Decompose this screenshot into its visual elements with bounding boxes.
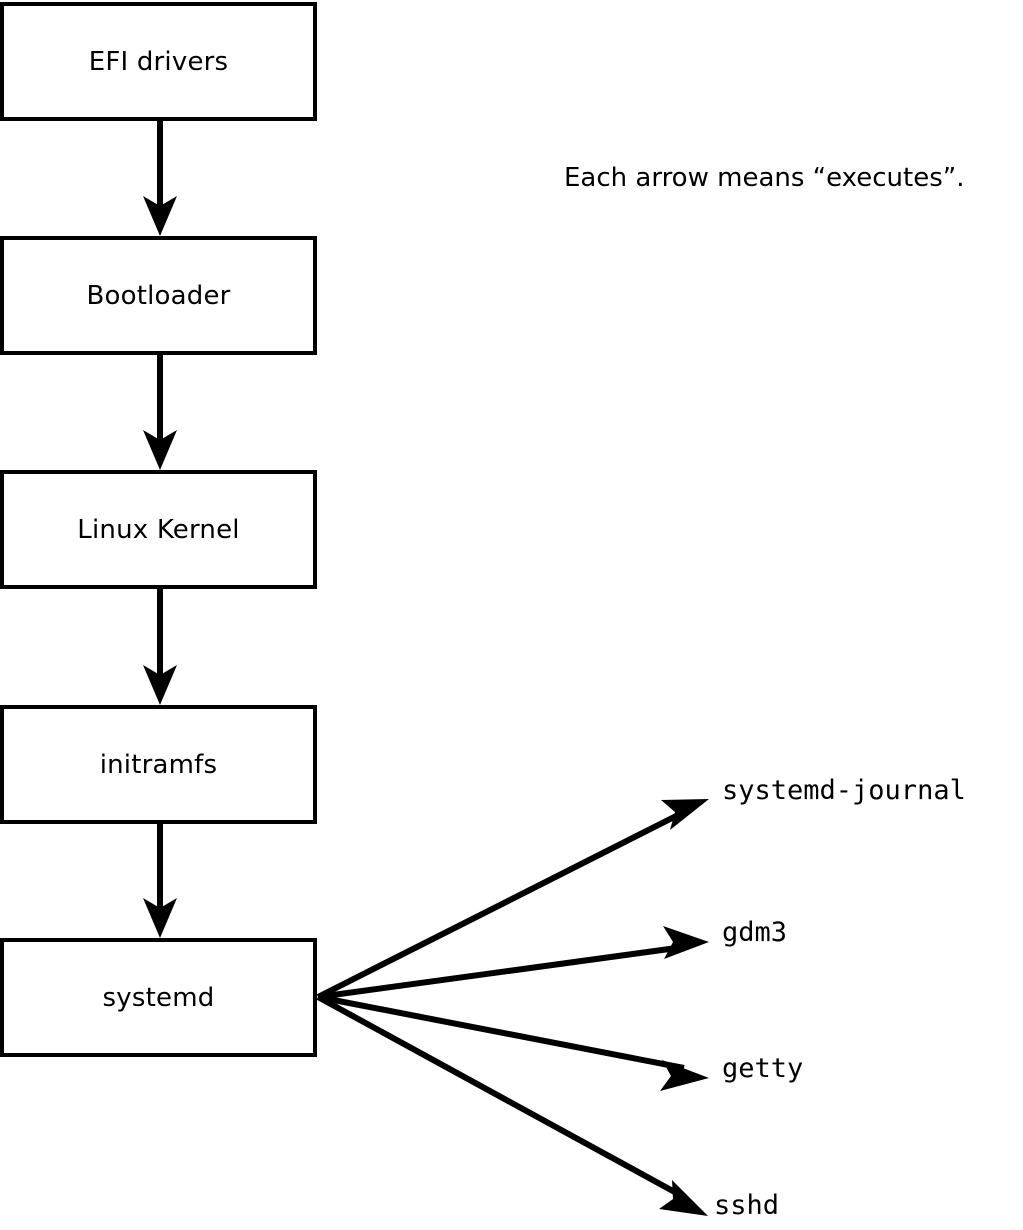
node-label-bootloader: Bootloader xyxy=(86,280,231,311)
node-box-initramfs[interactable]: initramfs xyxy=(0,705,317,824)
node-label-linux-kernel: Linux Kernel xyxy=(77,514,240,545)
node-box-bootloader[interactable]: Bootloader xyxy=(0,236,317,355)
node-label-systemd: systemd xyxy=(102,982,215,1013)
arrow-systemd-to-gdm3 xyxy=(317,926,709,1000)
leaf-label-gdm3: gdm3 xyxy=(722,917,788,948)
node-box-linux-kernel[interactable]: Linux Kernel xyxy=(0,470,317,589)
arrow-efi-boot xyxy=(143,118,177,236)
arrow-systemd-to-getty xyxy=(317,994,709,1091)
leaf-label-systemd-journal: systemd-journal xyxy=(722,775,966,806)
arrow-initramfs-systemd xyxy=(143,823,177,938)
leaf-label-sshd: sshd xyxy=(714,1190,780,1221)
arrow-boot-kernel xyxy=(143,353,177,470)
leaf-label-getty: getty xyxy=(722,1053,804,1084)
node-label-efi-drivers: EFI drivers xyxy=(88,46,229,77)
node-box-systemd[interactable]: systemd xyxy=(0,938,317,1057)
node-box-efi-drivers[interactable]: EFI drivers xyxy=(0,2,317,121)
node-label-initramfs: initramfs xyxy=(99,749,218,780)
diagram-caption-note: Each arrow means “executes”. xyxy=(564,163,965,193)
arrow-systemd-to-sshd xyxy=(316,994,708,1216)
arrow-systemd-to-systemd-journal xyxy=(316,799,709,1000)
arrow-kernel-initramfs xyxy=(143,588,177,705)
